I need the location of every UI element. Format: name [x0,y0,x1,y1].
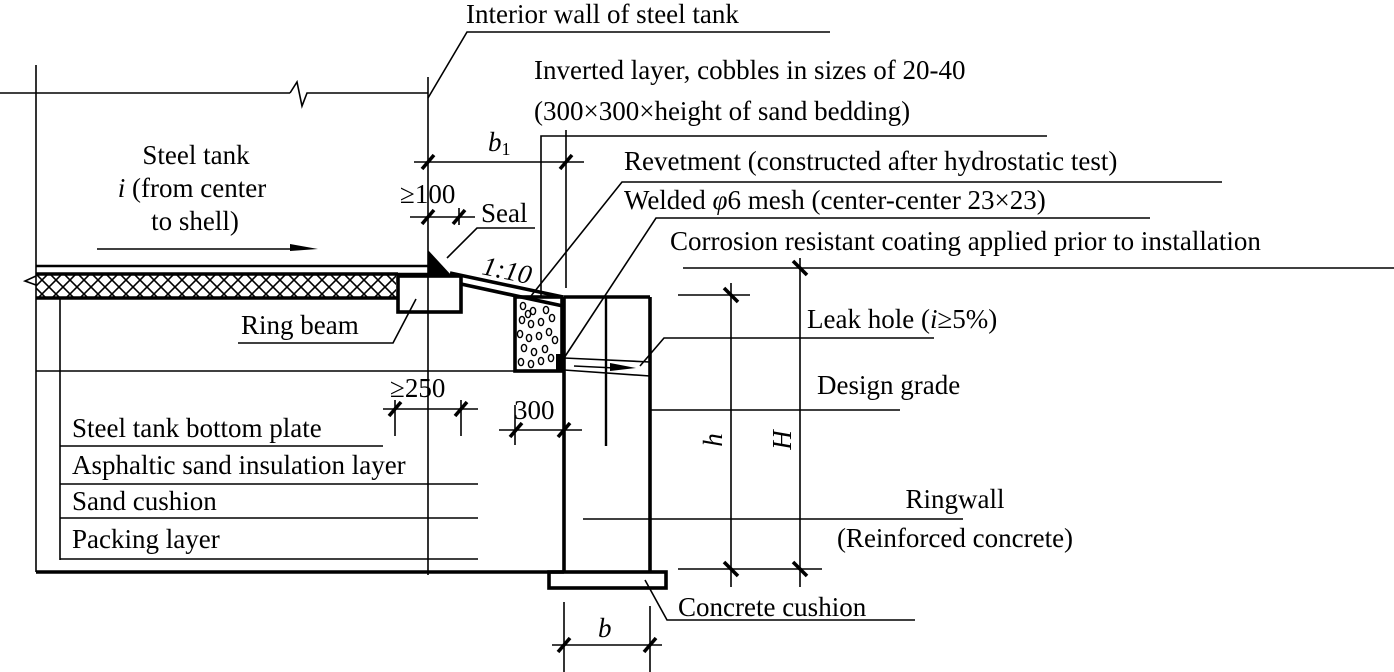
cobble-mark [530,347,538,357]
svg-text:Interior wall of steel tank: Interior wall of steel tank [466,0,739,29]
svg-text:Seal: Seal [481,198,528,228]
svg-text:Ring beam: Ring beam [241,310,359,340]
b-label: b [598,613,612,643]
cobble-mark [535,331,543,341]
cobble-mark [520,343,528,353]
slope-label: 1:10 [480,251,535,291]
cobble-mark [541,344,549,354]
welded-mesh-block [556,354,564,370]
svg-text:(300×300×height of sand beddin: (300×300×height of sand bedding) [534,96,910,126]
cobble-mark [527,319,535,329]
callout-steel-tank: Steel tank i (from center to shell) [118,140,266,236]
ring-beam [396,274,463,314]
callout-revetment: Revetment (constructed after hydrostatic… [530,146,1222,297]
dimension-b: b [552,602,662,672]
callout-seal: Seal [446,198,535,259]
dimension-min-250: ≥250 [383,373,478,436]
ringwall [547,295,668,590]
dimension-b1: b1 [414,127,584,288]
cobble-mark [545,327,553,337]
d300-label: 300 [514,395,555,425]
svg-text:i (from center: i (from center [118,173,266,203]
layer-label: Sand cushion [72,486,217,516]
cobble-mark [542,305,550,315]
svg-text:Steel tank: Steel tank [142,140,250,170]
svg-text:Revetment (constructed after h: Revetment (constructed after hydrostatic… [624,146,1117,176]
callout-ringwall: Ringwall (Reinforced concrete) [583,484,1073,553]
cobble-mark [551,335,559,345]
cobble-mark [524,309,532,319]
callout-concrete-cushion: Concrete cushion [644,579,915,622]
cobble-mark [519,301,527,311]
asphalt-sand-layer [22,272,398,300]
dimension-H: H [683,258,1394,587]
dimension-300: 300 [499,395,582,445]
cobble-mark [527,359,535,369]
callout-corrosion-coating: Corrosion resistant coating applied prio… [670,226,1261,256]
callout-inverted-layer: Inverted layer, cobbles in sizes of 20-4… [534,55,1047,298]
svg-text:Inverted layer, cobbles in siz: Inverted layer, cobbles in sizes of 20-4… [534,55,966,85]
cobble-mark [537,317,545,327]
layer-label: Steel tank bottom plate [72,413,322,443]
svg-text:Leak hole (i≥5%): Leak hole (i≥5%) [807,304,997,334]
layer-labels: Steel tank bottom plate Asphaltic sand i… [72,413,406,554]
layer-label: Packing layer [72,524,220,554]
H-label: H [767,429,797,451]
cobble-inverted-layer [513,295,564,373]
min-250-label: ≥250 [390,373,445,403]
svg-text:Corrosion resistant coating ap: Corrosion resistant coating applied prio… [670,226,1261,256]
h-label: h [698,433,728,447]
callout-design-grade: Design grade [650,370,960,411]
cobble-mark [537,356,545,366]
slope-direction-arrow [97,244,318,251]
cobble-mark [518,315,526,325]
svg-text:Design grade: Design grade [817,370,960,400]
dimension-min-100: ≥100 [400,179,475,226]
b1-label: b1 [488,127,511,159]
layer-label: Asphaltic sand insulation layer [72,450,406,480]
svg-text:Welded φ6 mesh (center-center: Welded φ6 mesh (center-center 23×23) [624,185,1046,215]
svg-text:(Reinforced concrete): (Reinforced concrete) [837,523,1073,553]
min-100-label: ≥100 [400,179,455,209]
dimension-h: h [678,283,822,587]
svg-text:Ringwall: Ringwall [906,484,1005,514]
cobble-mark [517,357,525,367]
leak-hole-pipe [563,357,651,377]
callout-ring-beam: Ring beam [238,298,417,344]
callout-leak-hole: Leak hole (i≥5%) [639,304,997,367]
cobble-mark [547,353,555,363]
svg-text:to shell): to shell) [151,206,239,236]
foundation-layer-lines [35,268,564,574]
cobble-mark [525,333,533,343]
callout-interior-wall: Interior wall of steel tank [427,0,830,99]
cobble-mark [516,329,524,339]
concrete-cushion [547,570,668,590]
callout-welded-mesh: Welded φ6 mesh (center-center 23×23) [563,185,1150,359]
revetment-slope [449,271,564,308]
cobble-mark [548,313,556,323]
svg-text:Concrete cushion: Concrete cushion [678,592,867,622]
seal [428,250,452,276]
